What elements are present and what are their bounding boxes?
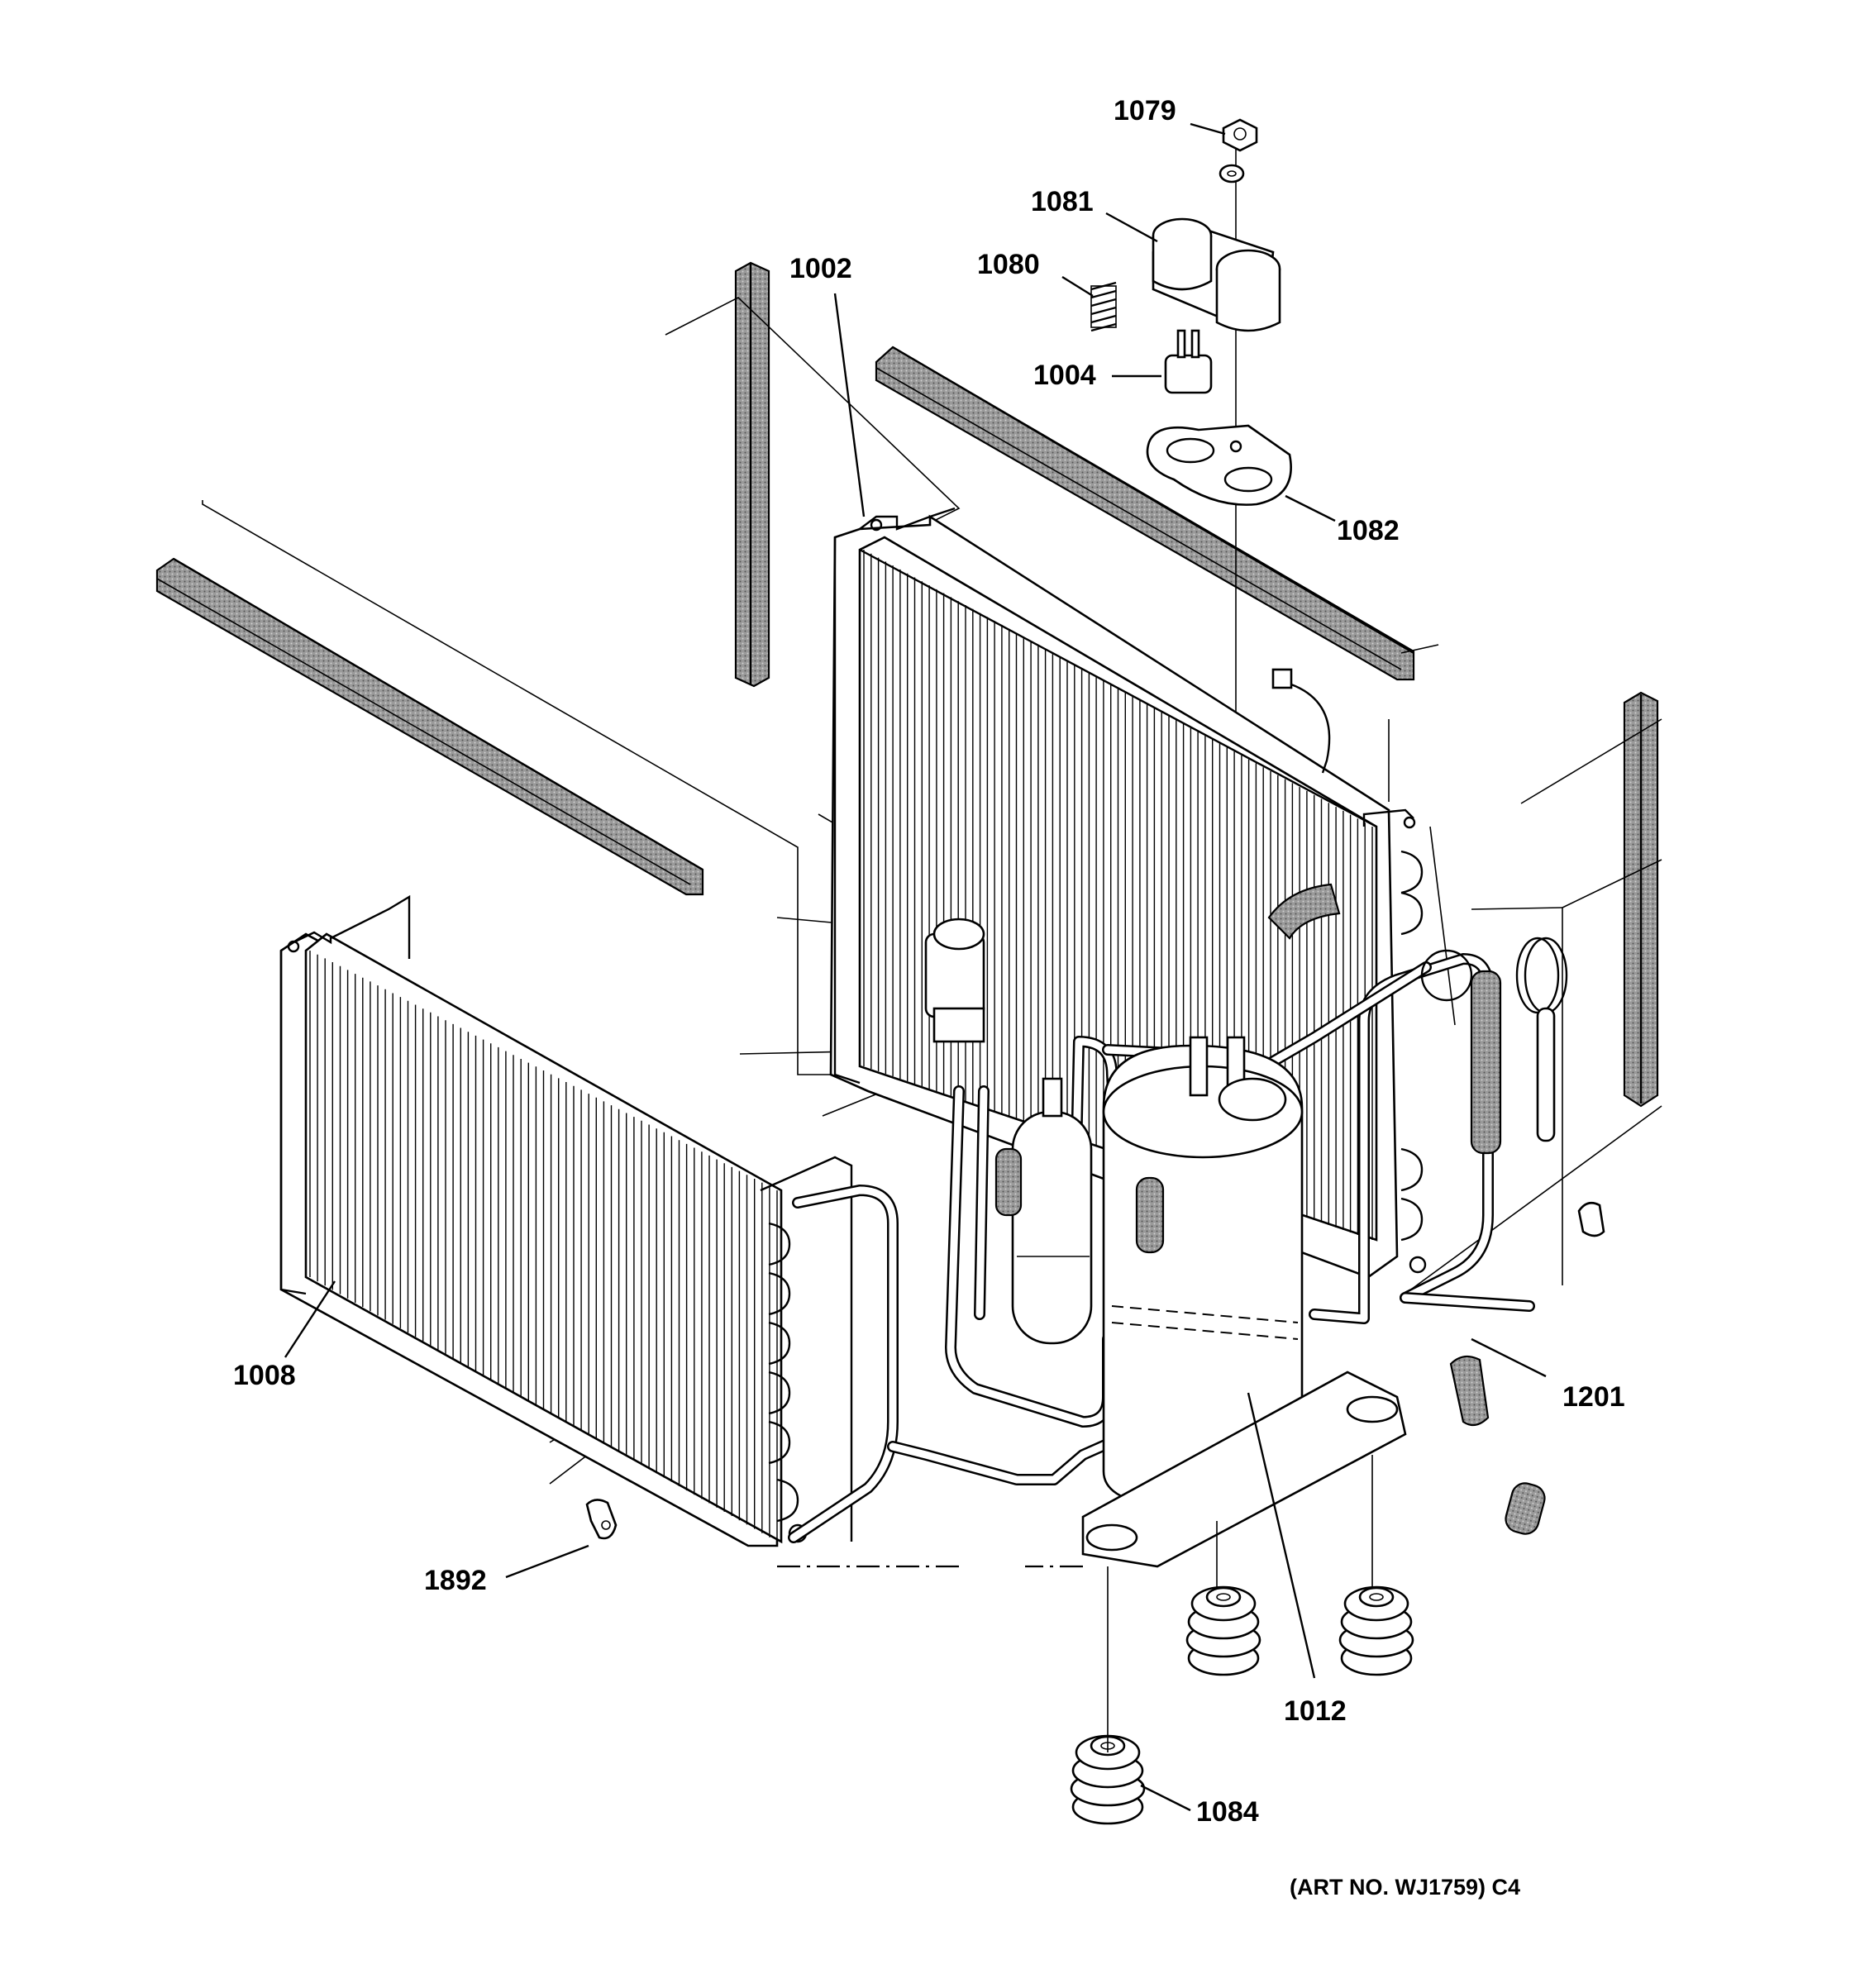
part-label-leaders — [284, 122, 1547, 1812]
overload-cover — [1152, 217, 1281, 332]
gasket-strip-top-horizontal — [875, 346, 1415, 681]
part-label-1201: 1201 — [1562, 1381, 1625, 1413]
part-label-1084: 1084 — [1196, 1796, 1259, 1828]
accumulator — [1011, 1077, 1093, 1345]
part-label-1004: 1004 — [1033, 360, 1096, 391]
coil-return-bends-front — [768, 1222, 808, 1543]
overload-spring — [1090, 281, 1117, 332]
terminal-gasket — [1146, 424, 1292, 506]
part-label-1008: 1008 — [233, 1360, 296, 1391]
tube-clip-1892 — [585, 1499, 618, 1540]
part-label-1080: 1080 — [977, 249, 1040, 280]
insulation-sleeve-left — [994, 1147, 1165, 1254]
overload-protector — [1164, 329, 1213, 394]
insulation-sleeve-top — [1267, 883, 1341, 940]
wire-harness-connector — [1271, 668, 1331, 774]
reversing-valve — [924, 918, 985, 1043]
insulation-sleeve-1201 — [1449, 1355, 1490, 1427]
capillary-coil — [1420, 937, 1568, 1155]
gasket-strip-left-horizontal — [155, 557, 704, 896]
part-label-1012: 1012 — [1284, 1695, 1347, 1727]
part-label-1079: 1079 — [1114, 95, 1176, 126]
insulation-sleeve-lower — [1505, 1482, 1546, 1535]
part-label-1002: 1002 — [789, 253, 852, 284]
part-label-1081: 1081 — [1031, 186, 1094, 217]
overload-nut — [1219, 118, 1258, 184]
art-number-caption: (ART NO. WJ1759) C4 — [1290, 1875, 1521, 1900]
coil-fins-front — [309, 951, 778, 1542]
gasket-strip-right-vertical — [1623, 691, 1659, 1108]
compressor — [1102, 1036, 1304, 1510]
isolator-grommets — [1070, 1585, 1414, 1825]
part-label-1082: 1082 — [1337, 515, 1400, 546]
coil-return-bends-rear — [1400, 850, 1427, 1274]
gasket-strip-top-vertical — [734, 261, 770, 688]
compressor-base-plate — [773, 1371, 1407, 1568]
refrigerant-tubing — [788, 953, 1535, 1543]
sensor-clip — [1577, 1201, 1605, 1237]
part-label-1892: 1892 — [424, 1565, 487, 1596]
